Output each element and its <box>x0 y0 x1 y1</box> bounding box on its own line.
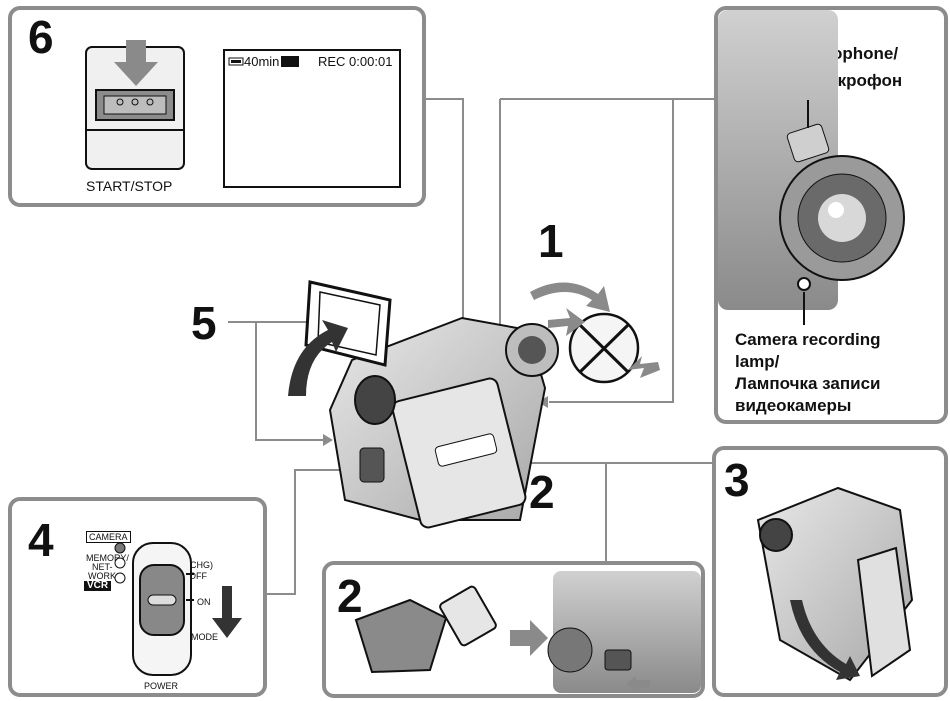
battery-attach-illustration <box>354 571 701 693</box>
lamp-label-line4: видеокамеры <box>735 396 852 415</box>
lcd-battery-icon <box>228 56 299 67</box>
step-1-number: 1 <box>538 215 564 267</box>
vcr-mode-label: VCR <box>84 581 112 591</box>
memory-network-label-2: NET- <box>92 562 113 572</box>
lcd-rec-status: REC 0:00:01 <box>318 54 393 69</box>
start-stop-label: START/STOP <box>86 178 173 194</box>
step-6-number: 6 <box>28 11 54 63</box>
power-label: POWER <box>144 681 179 691</box>
lcd-screen <box>223 49 401 188</box>
power-switch-illustration <box>114 542 242 676</box>
lens-cap-right-arrow <box>628 356 660 378</box>
lens-cap-rotate-arrow <box>530 282 610 312</box>
memory-network-label-3: WORK <box>88 571 116 581</box>
start-stop-button-illustration <box>85 40 185 170</box>
lens-cap-illustration <box>568 312 640 384</box>
step-4-number: 4 <box>28 514 54 566</box>
lamp-label-line1: Camera recording <box>735 330 881 349</box>
mode-label: MODE <box>191 632 218 642</box>
lcd-battery-indicator: 40min <box>244 54 280 69</box>
lamp-label-line2: lamp/ <box>735 352 780 371</box>
lens-cap-left-arrow <box>548 308 585 336</box>
step-6-panel <box>8 6 426 207</box>
lamp-label-line3: Лампочка записи <box>735 374 881 393</box>
main-camcorder-illustration <box>328 316 559 529</box>
open-lcd-camera-illustration <box>756 486 914 682</box>
step-2-detail-number: 2 <box>337 570 363 622</box>
camera-mode-label: CAMERA <box>86 531 131 543</box>
open-panel-arrow <box>288 320 348 396</box>
step-2-number: 2 <box>529 466 555 518</box>
step-3-number: 3 <box>724 454 750 506</box>
on-label: ON <box>197 597 211 607</box>
closeup-camera-illustration <box>718 10 905 325</box>
memory-network-label-1: MEMORY/ <box>86 553 129 563</box>
step-5-number: 5 <box>191 297 217 349</box>
chg-label: (CHG) <box>187 560 213 570</box>
off-label: OFF <box>189 571 207 581</box>
